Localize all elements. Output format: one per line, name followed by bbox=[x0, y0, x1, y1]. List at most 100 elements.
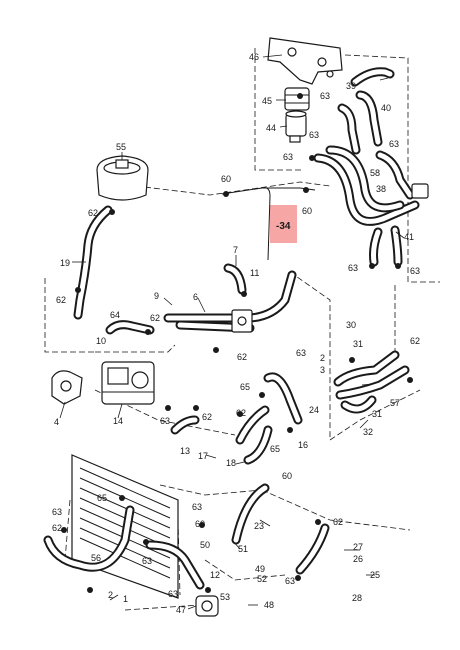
callout-41[interactable]: 41 bbox=[404, 232, 414, 242]
valve-45[interactable] bbox=[284, 87, 310, 111]
callout-63[interactable]: 63 bbox=[309, 130, 319, 140]
callout-6[interactable]: 6 bbox=[193, 292, 198, 302]
callout-2[interactable]: 2 bbox=[320, 353, 325, 363]
callout-65[interactable]: 65 bbox=[270, 444, 280, 454]
callout-63[interactable]: 63 bbox=[389, 139, 399, 149]
callout-25[interactable]: 25 bbox=[370, 570, 380, 580]
sensor-4[interactable] bbox=[51, 370, 83, 405]
callout-52[interactable]: 52 bbox=[257, 574, 267, 584]
callout-1[interactable]: 1 bbox=[123, 594, 128, 604]
callout-63[interactable]: 63 bbox=[320, 91, 330, 101]
callout-17[interactable]: 17 bbox=[198, 451, 208, 461]
callout-58[interactable]: 58 bbox=[370, 168, 380, 178]
callout-12[interactable]: 12 bbox=[210, 570, 220, 580]
callout-2[interactable]: 2 bbox=[108, 590, 113, 600]
hose-16-17-18[interactable] bbox=[235, 372, 303, 465]
hose-38[interactable] bbox=[313, 145, 429, 226]
callout-65[interactable]: 65 bbox=[97, 493, 107, 503]
callout-57[interactable]: 57 bbox=[390, 398, 400, 408]
callout-11[interactable]: 11 bbox=[250, 268, 259, 278]
callout-62[interactable]: 62 bbox=[202, 412, 212, 422]
callout-53[interactable]: 53 bbox=[220, 592, 230, 602]
callout-56[interactable]: 56 bbox=[91, 553, 101, 563]
callout-24[interactable]: 24 bbox=[309, 405, 319, 415]
callout-63[interactable]: 63 bbox=[285, 576, 295, 586]
callout-62[interactable]: 62 bbox=[236, 408, 246, 418]
callout-18[interactable]: 18 bbox=[226, 458, 236, 468]
hose-7[interactable] bbox=[223, 263, 247, 295]
hose-clamps bbox=[61, 93, 413, 593]
callout-47[interactable]: 47 bbox=[176, 605, 186, 615]
lower-hoses[interactable] bbox=[43, 483, 330, 590]
callout-26[interactable]: 26 bbox=[353, 554, 363, 564]
callout-7[interactable]: 7 bbox=[233, 245, 238, 255]
callout-4[interactable]: 4 bbox=[54, 417, 59, 427]
pipe-assembly-6[interactable] bbox=[163, 270, 297, 333]
callout-40[interactable]: 40 bbox=[381, 103, 391, 113]
callout-63[interactable]: 63 bbox=[168, 589, 178, 599]
callout-31[interactable]: 31 bbox=[353, 339, 363, 349]
expansion-tank-55[interactable] bbox=[96, 155, 149, 201]
callout-60[interactable]: 60 bbox=[221, 174, 231, 184]
callout-16[interactable]: 16 bbox=[298, 440, 308, 450]
callout-46[interactable]: 46 bbox=[249, 52, 259, 62]
hose-39-40[interactable] bbox=[337, 67, 395, 155]
callout-23[interactable]: 23 bbox=[254, 521, 264, 531]
callout-48[interactable]: 48 bbox=[264, 600, 274, 610]
callout-63[interactable]: 63 bbox=[160, 416, 170, 426]
callout-32[interactable]: 32 bbox=[363, 427, 373, 437]
callout-62[interactable]: 62 bbox=[56, 295, 66, 305]
callout-62[interactable]: 62 bbox=[88, 208, 98, 218]
callout-39[interactable]: 39 bbox=[346, 81, 356, 91]
hose-31-32[interactable] bbox=[333, 350, 410, 414]
callout-50[interactable]: 50 bbox=[200, 540, 210, 550]
callout-30[interactable]: 30 bbox=[346, 320, 356, 330]
callout-62[interactable]: 62 bbox=[150, 313, 160, 323]
dashed-group-lines bbox=[44, 48, 440, 611]
callout-60[interactable]: 60 bbox=[302, 206, 312, 216]
callout-14[interactable]: 14 bbox=[113, 416, 123, 426]
callout-63[interactable]: 63 bbox=[52, 507, 62, 517]
callout-9[interactable]: 9 bbox=[154, 291, 159, 301]
hose-19[interactable] bbox=[73, 205, 113, 320]
callout-3[interactable]: 3 bbox=[320, 365, 325, 375]
callout-49[interactable]: 49 bbox=[255, 564, 265, 574]
bracket-46[interactable] bbox=[267, 37, 343, 85]
callout-64[interactable]: 64 bbox=[110, 310, 120, 320]
pipe-34[interactable] bbox=[221, 187, 316, 261]
callout-60[interactable]: 60 bbox=[195, 519, 205, 529]
callout-63[interactable]: 63 bbox=[410, 266, 420, 276]
callout-55[interactable]: 55 bbox=[116, 142, 126, 152]
callout-63[interactable]: 63 bbox=[296, 348, 306, 358]
hose-10[interactable] bbox=[105, 320, 155, 335]
highlight-label-34[interactable]: -34 bbox=[276, 221, 291, 232]
callout-44[interactable]: 44 bbox=[266, 123, 276, 133]
callout-45[interactable]: 45 bbox=[262, 96, 272, 106]
callout-63[interactable]: 63 bbox=[192, 502, 202, 512]
callout-19[interactable]: 19 bbox=[60, 258, 70, 268]
housing-14[interactable] bbox=[101, 361, 155, 405]
callout-65[interactable]: 65 bbox=[240, 382, 250, 392]
pump-47[interactable] bbox=[195, 595, 219, 617]
callout-62[interactable]: 62 bbox=[333, 517, 343, 527]
callout-62[interactable]: 62 bbox=[410, 336, 420, 346]
callout-60[interactable]: 60 bbox=[282, 471, 292, 481]
callout-31[interactable]: 31 bbox=[372, 409, 382, 419]
valve-44[interactable] bbox=[285, 110, 307, 143]
hose-41[interactable] bbox=[369, 225, 403, 267]
leader-lines bbox=[59, 54, 405, 610]
callout-labels: 46 45 44 63 39 40 63 63 63 58 55 60 38 6… bbox=[52, 52, 420, 615]
callout-51[interactable]: 51 bbox=[238, 544, 248, 554]
callout-10[interactable]: 10 bbox=[96, 336, 106, 346]
callout-63[interactable]: 63 bbox=[283, 152, 293, 162]
callout-63[interactable]: 63 bbox=[348, 263, 358, 273]
callout-38[interactable]: 38 bbox=[376, 184, 386, 194]
callout-13[interactable]: 13 bbox=[180, 446, 190, 456]
highlight-box-34[interactable] bbox=[270, 205, 297, 243]
callout-62[interactable]: 62 bbox=[237, 352, 247, 362]
callout-27[interactable]: 27 bbox=[353, 542, 363, 552]
callout-62[interactable]: 62 bbox=[52, 523, 62, 533]
callout-28[interactable]: 28 bbox=[352, 593, 362, 603]
hose-13[interactable] bbox=[170, 415, 200, 435]
callout-63[interactable]: 63 bbox=[142, 556, 152, 566]
